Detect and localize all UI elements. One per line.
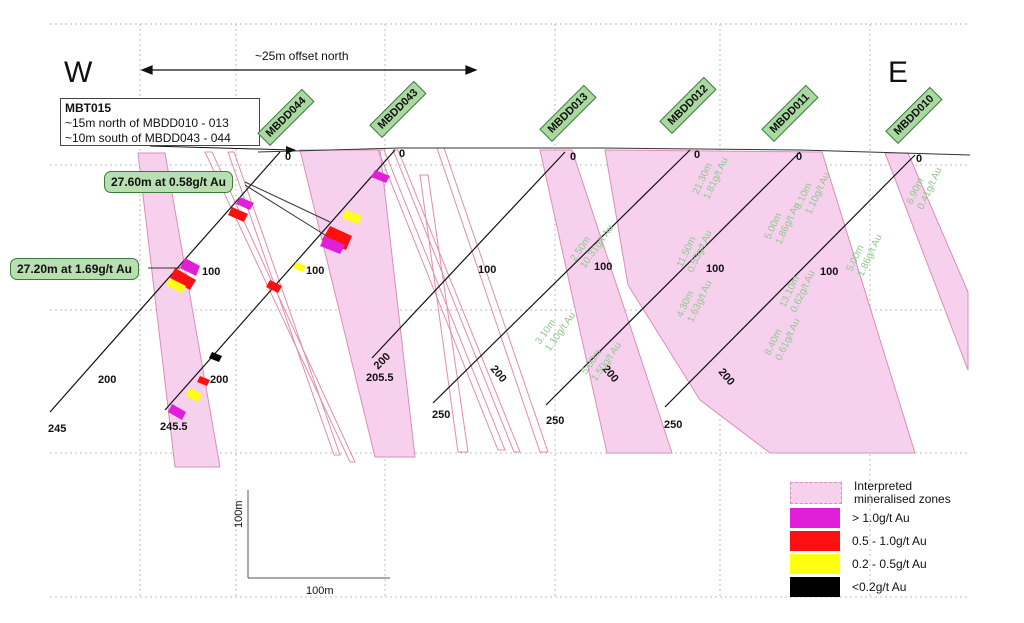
legend-swatch-low — [790, 553, 840, 574]
legend-item: 0.5 - 1.0g/t Au — [790, 529, 980, 552]
zone-1 — [137, 152, 221, 468]
drill-traces — [49, 149, 916, 413]
callout-leaders — [148, 181, 331, 269]
legend-item: <0.2g/t Au — [790, 575, 980, 598]
info-box-title: MBT015 — [65, 101, 112, 115]
intercept-2: 3.10m 1.10g/t Au — [533, 310, 578, 353]
callout-lower: 27.20m at 1.69g/t Au — [10, 258, 139, 280]
mbdd012-start: 0 — [694, 149, 700, 161]
offset-label: ~25m offset north — [255, 49, 349, 63]
legend-zone-row: Interpreted mineralised zones — [790, 480, 980, 506]
zone-3 — [539, 149, 673, 454]
mbdd012-end: 250 — [432, 409, 450, 421]
scale-bar — [247, 490, 390, 579]
mbdd013-start: 0 — [570, 151, 576, 163]
mbdd044-start: 0 — [285, 151, 291, 163]
note-arrowhead — [286, 146, 296, 154]
info-box-line1: ~15m north of MBDD010 - 013 — [65, 116, 229, 130]
mbdd010-end: 250 — [664, 419, 682, 431]
scale-vertical-label: 100m — [233, 500, 245, 528]
info-box: MBT015 ~15m north of MBDD010 - 013 ~10m … — [60, 98, 260, 146]
zone-4 — [604, 149, 916, 454]
trace-mbdd012 — [432, 149, 691, 404]
trace-mbdd044 — [49, 151, 281, 413]
legend-swatch-trace — [790, 576, 840, 597]
legend-zone-swatch — [790, 482, 842, 504]
mbdd044-end: 245 — [48, 423, 66, 435]
legend: Interpreted mineralised zones > 1.0g/t A… — [790, 480, 980, 598]
topography-line — [257, 147, 971, 156]
trace-mbdd010 — [664, 154, 916, 408]
mbdd010-100: 100 — [820, 266, 838, 278]
mbdd011-start: 0 — [796, 151, 802, 163]
mbdd011-100: 100 — [706, 263, 724, 275]
mbdd043-200: 200 — [210, 374, 228, 386]
west-label: W — [64, 56, 93, 89]
legend-swatch-high — [790, 507, 840, 528]
mbdd013-end: 205.5 — [366, 372, 394, 384]
mbdd011-end: 250 — [546, 415, 564, 427]
mbdd013-100: 100 — [478, 264, 496, 276]
mbdd012-200: 200 — [488, 363, 509, 385]
zone-2 — [299, 149, 416, 458]
mineralised-zones — [137, 149, 969, 468]
trace-mbdd043 — [164, 149, 396, 411]
trace-mbdd013 — [371, 151, 566, 359]
east-label: E — [888, 56, 909, 89]
mbdd010-start: 0 — [916, 153, 922, 165]
legend-swatch-medium — [790, 530, 840, 551]
mbdd012-100: 100 — [594, 261, 612, 273]
mbdd043-100: 100 — [306, 265, 324, 277]
assay-bars — [166, 170, 390, 420]
mbdd044-100: 100 — [202, 266, 220, 278]
mbdd043-end: 245.5 — [160, 421, 188, 433]
info-box-line2: ~10m south of MBDD043 - 044 — [65, 131, 231, 145]
note-leader — [149, 145, 293, 151]
scale-horizontal-label: 100m — [306, 585, 334, 597]
offset-arrow — [140, 65, 478, 75]
mbdd044-200: 200 — [98, 374, 116, 386]
callout-upper: 27.60m at 0.58g/t Au — [104, 171, 233, 193]
trace-mbdd011 — [545, 151, 801, 406]
legend-zone-label: Interpreted mineralised zones — [854, 479, 951, 506]
fault-slivers — [204, 147, 549, 463]
mbdd043-start: 0 — [399, 148, 405, 160]
legend-item: > 1.0g/t Au — [790, 506, 980, 529]
legend-item: 0.2 - 0.5g/t Au — [790, 552, 980, 575]
